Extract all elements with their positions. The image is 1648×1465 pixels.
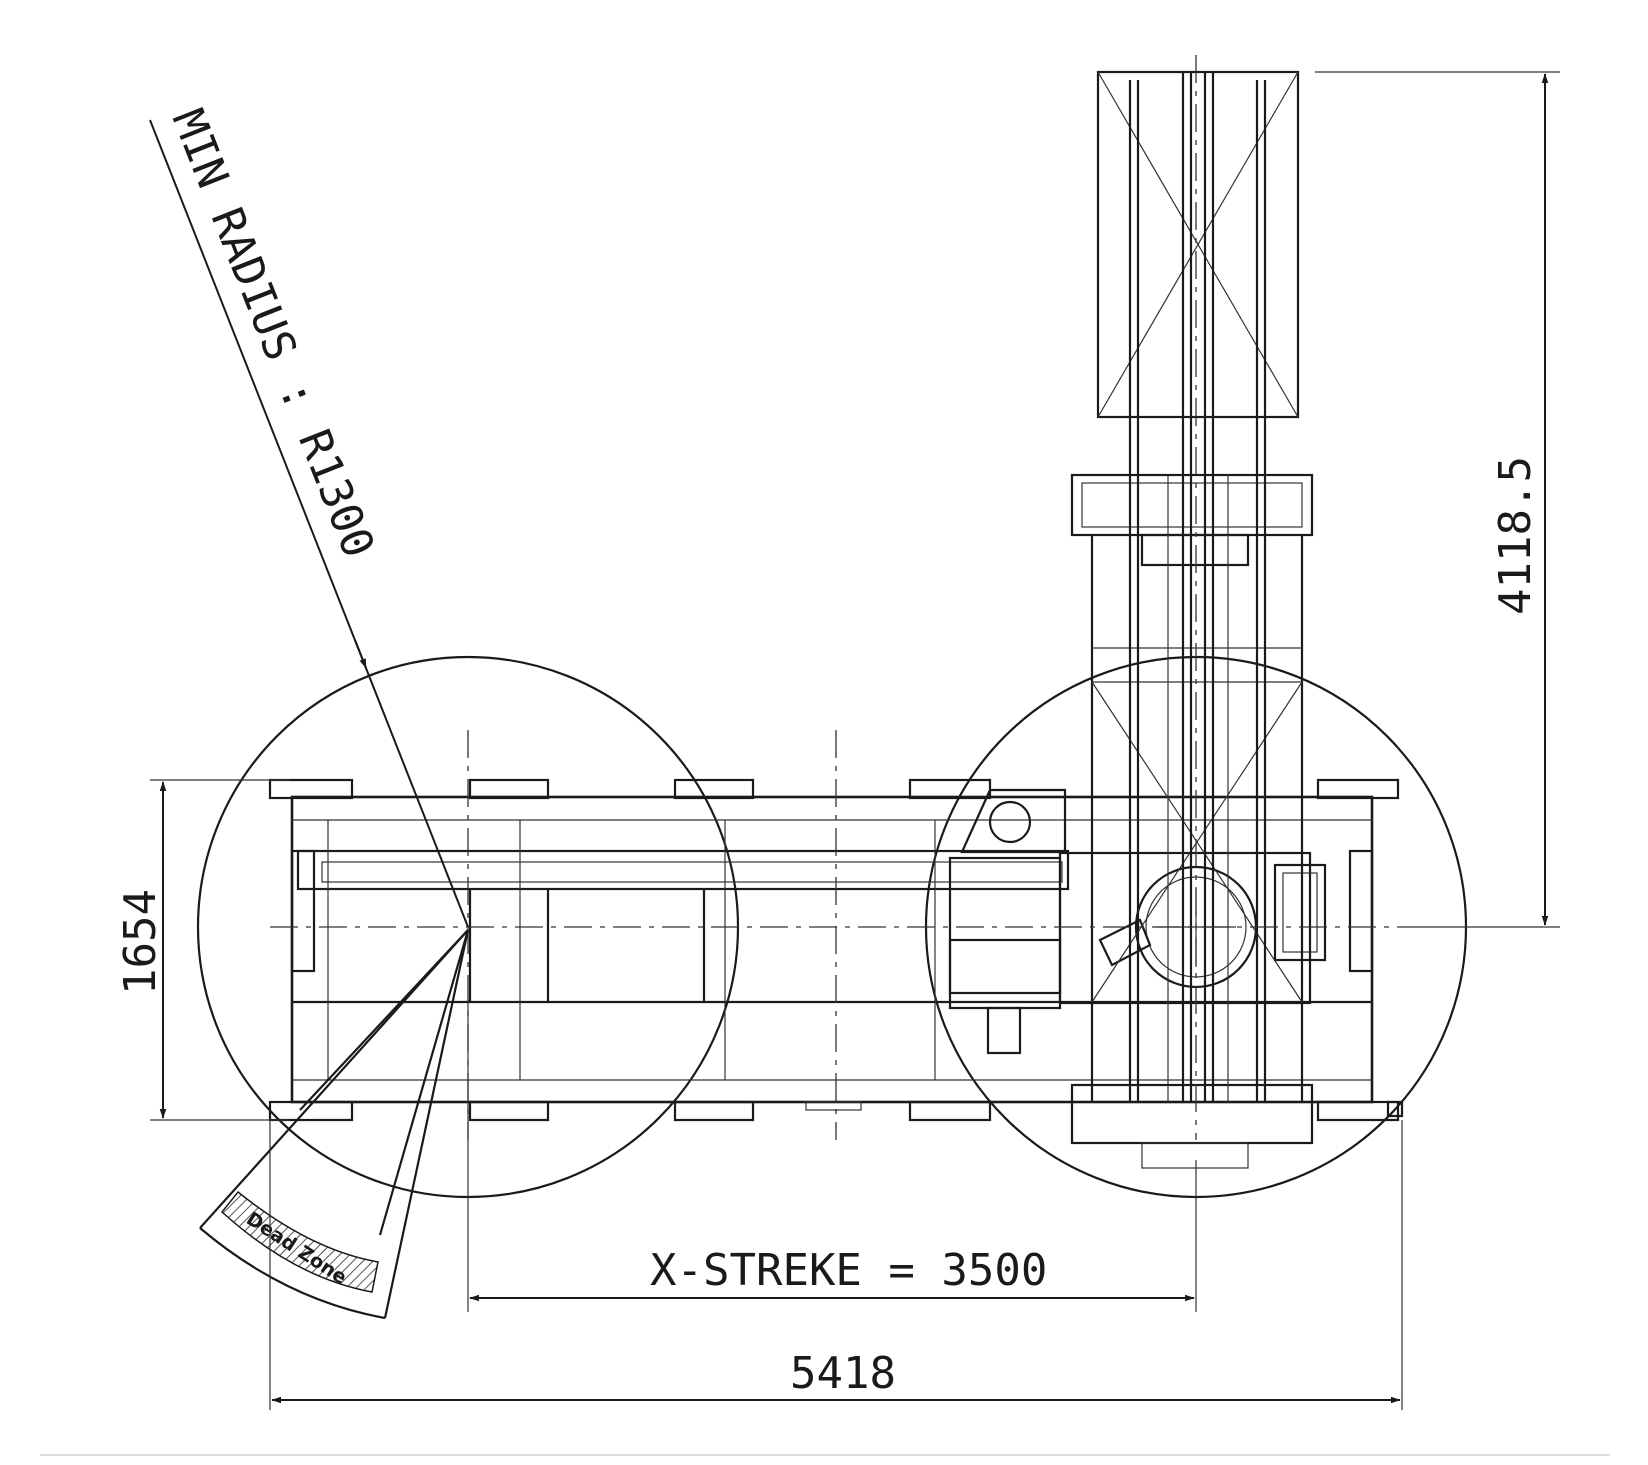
dim-x-stroke: X-STREKE = 3500 xyxy=(467,1000,1197,1312)
min-radius-leader: MIN RADIUS : R1300 xyxy=(149,102,469,928)
dead-zone-sector: Dead Zone xyxy=(199,929,470,1320)
height-dim-label: 4118.5 xyxy=(1490,456,1541,615)
length-dim-label: 5418 xyxy=(790,1348,896,1399)
dim-width: 1654 xyxy=(115,779,290,1121)
footplates-top xyxy=(268,778,1400,800)
width-dim-label: 1654 xyxy=(115,889,166,995)
main-frame xyxy=(290,795,1374,1104)
center-lines xyxy=(270,55,1420,1140)
dead-zone-label: Dead Zone xyxy=(242,1208,350,1289)
min-radius-label: MIN RADIUS : R1300 xyxy=(162,102,384,564)
dim-height: 4118.5 xyxy=(1315,71,1560,928)
vertical-column xyxy=(1070,70,1314,1169)
dim-length: 5418 xyxy=(269,1120,1403,1410)
x-stroke-label: X-STREKE = 3500 xyxy=(650,1245,1047,1296)
footplates-bottom xyxy=(268,1100,1404,1122)
